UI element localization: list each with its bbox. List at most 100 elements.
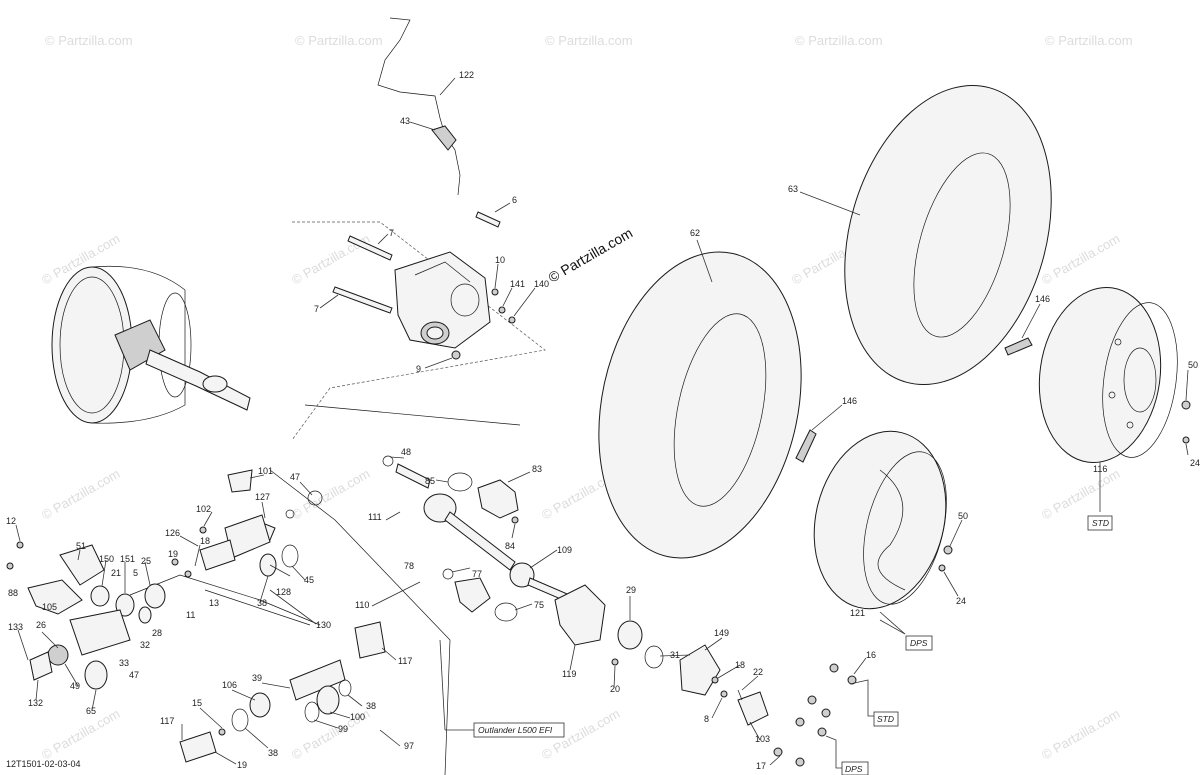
- watermark: © Partzilla.com: [795, 33, 883, 48]
- bolt-6: [475, 211, 501, 228]
- leader-lines: [15, 77, 1189, 766]
- watermark: © Partzilla.com: [545, 33, 633, 48]
- part-label: 49: [70, 681, 80, 691]
- part-label: 151: [120, 554, 135, 564]
- part-label: 65: [86, 706, 96, 716]
- part-label: 105: [42, 602, 57, 612]
- bolt-102: [199, 526, 207, 534]
- rim-121: [813, 430, 947, 610]
- bushing-65: [84, 660, 108, 690]
- part-label: 10: [495, 255, 505, 265]
- wheel-weight-146-lower: [795, 429, 817, 463]
- washer-141: [498, 306, 506, 314]
- watermark: © Partzilla.com: [39, 466, 122, 523]
- boot-78: [454, 577, 491, 613]
- boot-100: [316, 685, 340, 715]
- part-label: 121: [850, 608, 865, 618]
- washer-47: [307, 490, 323, 506]
- part-label: 50: [958, 511, 968, 521]
- bolt-7-upper: [347, 235, 393, 261]
- housing-88: [27, 579, 83, 615]
- hose-clamp: [431, 125, 457, 151]
- part-label: 146: [842, 396, 857, 406]
- part-label: 28: [152, 628, 162, 638]
- part-label: 88: [8, 588, 18, 598]
- svg-text:DPS: DPS: [845, 764, 863, 774]
- tire-63: [844, 84, 1052, 386]
- ring-38: [231, 708, 249, 732]
- coupler-117: [354, 621, 386, 659]
- assembled-rim-left: [51, 265, 251, 424]
- part-label: 22: [753, 667, 763, 677]
- copyright-text: © Partzilla.com: [546, 225, 636, 286]
- part-label: 51: [76, 541, 86, 551]
- valve-stem-50: [1181, 400, 1191, 410]
- part-label: 122: [459, 70, 474, 80]
- part-label: 29: [626, 585, 636, 595]
- part-label: 18: [200, 536, 210, 546]
- part-label: 117: [160, 716, 174, 726]
- part-label: 150: [99, 554, 114, 564]
- bearing-29: [617, 620, 643, 650]
- svg-text:STD: STD: [877, 714, 894, 724]
- watermark: © Partzilla.com: [45, 33, 133, 48]
- part-label: 117: [398, 656, 412, 666]
- part-label: 109: [557, 545, 572, 555]
- part-label: 63: [788, 184, 798, 194]
- label-box-outlander: Outlander L500 EFI: [439, 639, 565, 738]
- part-label: 141: [510, 279, 525, 289]
- part-label: 11: [186, 610, 195, 620]
- part-label: 6: [512, 195, 517, 205]
- rim-116: [1038, 286, 1178, 464]
- watermark: © Partzilla.com: [295, 33, 383, 48]
- part-label: 9: [416, 364, 421, 374]
- u-joint-101: [227, 469, 253, 493]
- washer-8: [720, 690, 728, 698]
- screw-12: [6, 562, 14, 570]
- part-label: 20: [610, 684, 620, 694]
- part-label: 102: [196, 504, 211, 514]
- knuckle-119: [554, 584, 606, 646]
- part-label: 77: [472, 569, 482, 579]
- part-label: 12: [6, 516, 16, 526]
- part-label: 100: [350, 712, 365, 722]
- nut-18: [711, 676, 719, 684]
- ring-28: [138, 606, 152, 624]
- watermark: © Partzilla.com: [1039, 706, 1122, 763]
- part-label: 25: [141, 556, 151, 566]
- svg-text:DPS: DPS: [910, 638, 928, 648]
- screw-12: [16, 541, 24, 549]
- part-label: 33: [119, 658, 129, 668]
- part-label: 83: [532, 464, 542, 474]
- label-box-dps: DPS: [879, 619, 933, 651]
- watermark: © Partzilla.com: [1039, 466, 1122, 523]
- link-line: [269, 469, 451, 775]
- clamp-77: [442, 568, 454, 580]
- part-label: 130: [316, 620, 331, 630]
- seal-128: [259, 553, 277, 577]
- part-label: 24: [1190, 458, 1200, 468]
- part-label: 97: [404, 741, 414, 751]
- drive-shaft-111: [395, 463, 573, 604]
- ring-25: [144, 583, 166, 609]
- shaft-132: [29, 651, 53, 681]
- part-label: 7: [389, 228, 394, 238]
- bolt-19: [171, 558, 179, 566]
- bolt-15: [218, 728, 226, 736]
- nut-24: [938, 564, 946, 572]
- watermark: © Partzilla.com: [1045, 33, 1133, 48]
- breather-hose: [377, 17, 461, 196]
- snap-ring-48: [382, 455, 394, 467]
- clamp-85: [447, 472, 473, 492]
- part-label: 116: [1093, 464, 1107, 474]
- svg-text:Outlander L500 EFI: Outlander L500 EFI: [478, 725, 553, 735]
- snap-ring-31: [644, 645, 664, 669]
- diagram-code: 12T1501-02-03-04: [6, 759, 81, 769]
- bolt-20: [611, 658, 619, 666]
- part-label: 5: [133, 568, 138, 578]
- part-label: 21: [111, 568, 121, 578]
- part-label: 126: [165, 528, 180, 538]
- link-line: [204, 589, 311, 626]
- part-label: 84: [505, 541, 515, 551]
